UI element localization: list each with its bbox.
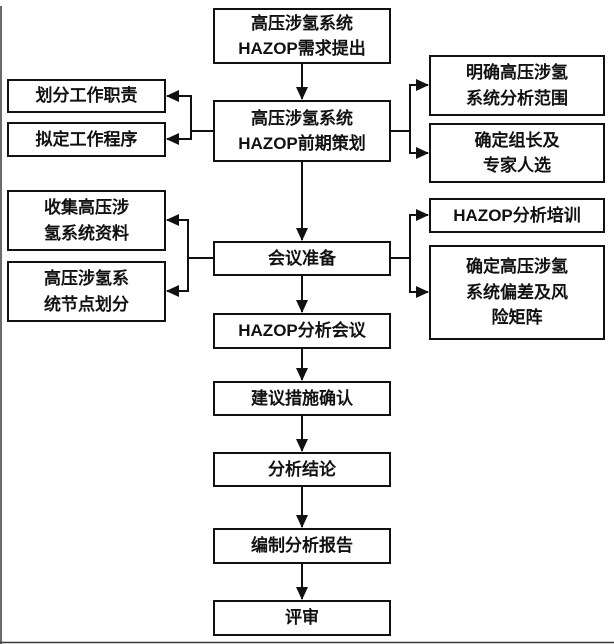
node-measures-confirmation: 建议措施确认 <box>213 381 391 416</box>
node-analysis-conclusion: 分析结论 <box>213 452 391 487</box>
node-hazop-analysis-meeting: HAZOP分析会议 <box>213 313 391 349</box>
node-define-analysis-scope: 明确高压涉氢 系统分析范围 <box>429 55 605 116</box>
node-review: 评审 <box>213 600 391 636</box>
node-hazop-training: HAZOP分析培训 <box>429 198 605 233</box>
node-select-leader-experts: 确定组长及 专家人选 <box>429 123 605 183</box>
node-draft-procedures: 拟定工作程序 <box>7 122 166 157</box>
node-meeting-preparation: 会议准备 <box>213 241 391 276</box>
node-hazop-requirement: 高压涉氢系统 HAZOP需求提出 <box>213 8 391 64</box>
node-deviation-risk-matrix: 确定高压涉氢 系统偏差及风 险矩阵 <box>429 245 605 340</box>
node-divide-responsibilities: 划分工作职责 <box>7 79 166 113</box>
node-report-preparation: 编制分析报告 <box>213 528 391 564</box>
node-collect-system-data: 收集高压涉 氢系统资料 <box>7 190 166 251</box>
node-hazop-preplanning: 高压涉氢系统 HAZOP前期策划 <box>213 100 391 162</box>
node-system-node-division: 高压涉氢系 统节点划分 <box>7 261 166 322</box>
